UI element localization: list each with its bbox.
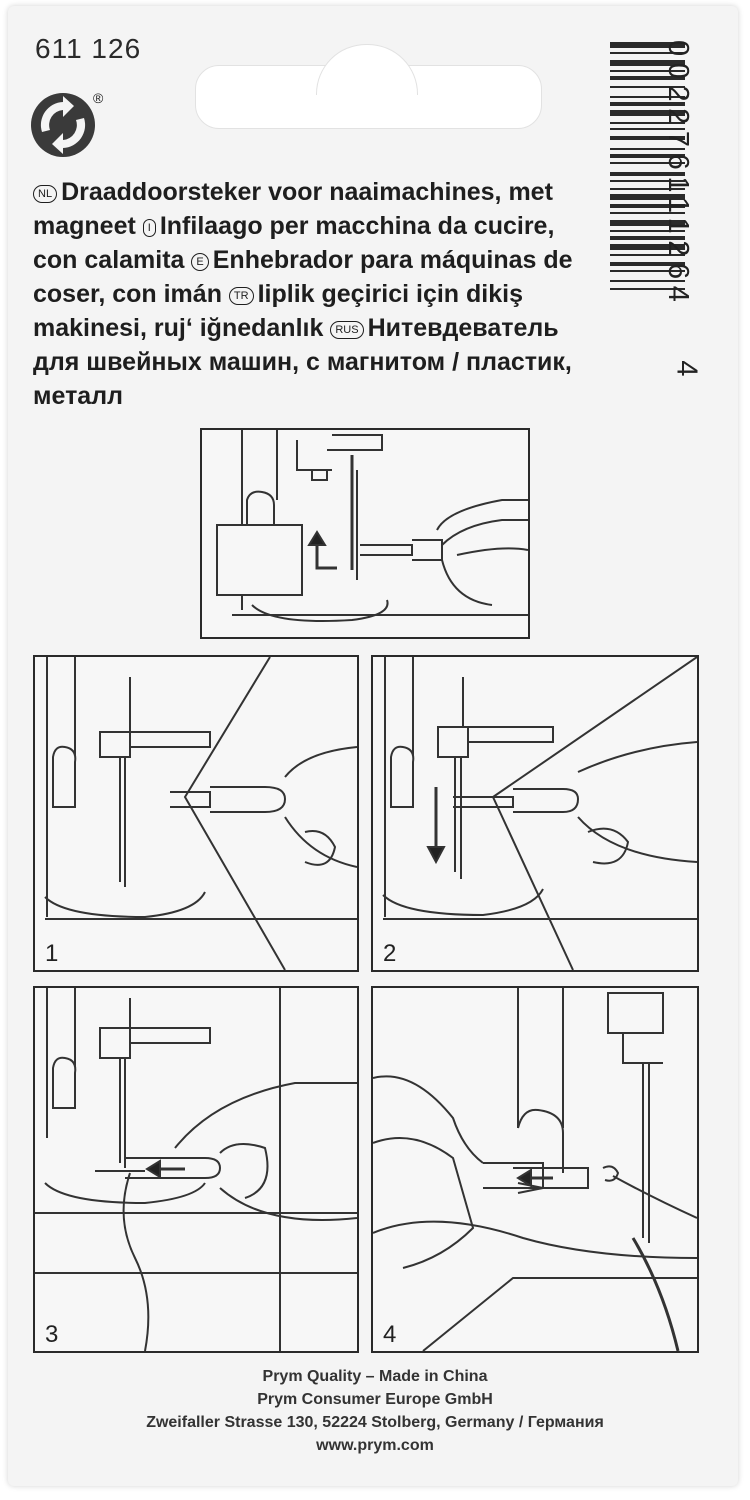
desc-text-tr: Iiplik geçirici için dikiş makinesi, ruj… bbox=[33, 280, 523, 342]
footer-info: Prym Quality – Made in China Prym Consum… bbox=[0, 1365, 750, 1457]
step-number: 1 bbox=[45, 940, 59, 967]
barcode-bar bbox=[610, 136, 685, 140]
step-number: 3 bbox=[45, 1321, 59, 1348]
barcode-bar bbox=[610, 96, 685, 98]
barcode-bar bbox=[610, 128, 685, 130]
barcode-icon bbox=[610, 42, 685, 290]
barcode-bar bbox=[610, 70, 685, 72]
barcode-bar bbox=[610, 188, 685, 190]
barcode-bar bbox=[610, 288, 685, 290]
footer-website[interactable]: www.prym.com bbox=[316, 1437, 434, 1454]
desc-text-es: Enhebrador para máquinas de coser, con i… bbox=[33, 246, 573, 308]
barcode-bar bbox=[610, 230, 685, 232]
barcode-bar bbox=[610, 162, 685, 164]
lang-badge: TR bbox=[228, 287, 254, 305]
barcode-bar bbox=[610, 212, 685, 214]
lang-badge: I bbox=[142, 219, 156, 237]
illustration-step-1: 1 bbox=[33, 655, 359, 972]
barcode-bar bbox=[610, 194, 685, 200]
barcode-bar bbox=[610, 122, 685, 124]
barcode-bar bbox=[610, 102, 685, 106]
barcode-bar bbox=[610, 86, 685, 88]
barcode-digits: 002276111264 bbox=[662, 40, 694, 309]
registered-mark: ® bbox=[93, 90, 104, 106]
desc-text-it: Infilaago per macchina da cucire, con ca… bbox=[33, 212, 555, 274]
step-number: 2 bbox=[383, 940, 397, 967]
barcode-bar bbox=[610, 52, 685, 54]
illustration-step-3: 3 bbox=[33, 986, 359, 1353]
barcode-bar bbox=[610, 270, 685, 272]
lang-badge: E bbox=[191, 253, 209, 271]
barcode-bar bbox=[610, 280, 685, 282]
green-dot-icon bbox=[31, 93, 95, 157]
barcode-bar bbox=[610, 262, 685, 266]
barcode-bar bbox=[610, 220, 685, 226]
desc-text-nl: Draaddoorsteker voor naaimachines, met m… bbox=[33, 178, 553, 240]
lang-badge: RUS bbox=[330, 321, 364, 339]
illustration-step-2: 2 bbox=[371, 655, 699, 972]
barcode-bar bbox=[610, 154, 685, 158]
article-number: 611 126 bbox=[35, 33, 142, 64]
barcode-bar bbox=[610, 76, 685, 80]
barcode-bar bbox=[610, 148, 685, 150]
illustration-main bbox=[200, 428, 530, 639]
hang-hole bbox=[195, 44, 542, 129]
lang-badge: NL bbox=[33, 185, 58, 203]
barcode-bar bbox=[610, 244, 685, 250]
footer-quality: Prym Quality – Made in China bbox=[262, 1368, 488, 1385]
illustration-step-4: 4 bbox=[371, 986, 699, 1353]
barcode-bar bbox=[610, 180, 685, 182]
barcode-bar bbox=[610, 60, 685, 66]
barcode-bar bbox=[610, 204, 685, 208]
footer-company: Prym Consumer Europe GmbH bbox=[257, 1391, 493, 1408]
barcode-number: 002276111264 bbox=[662, 40, 702, 390]
footer-address: Zweifaller Strasse 130, 52224 Stolberg, … bbox=[146, 1414, 604, 1431]
step-number: 4 bbox=[383, 1321, 397, 1348]
barcode-bar bbox=[610, 42, 685, 48]
barcode-bar bbox=[610, 110, 685, 116]
barcode-first-digit: 4 bbox=[670, 360, 703, 377]
barcode-bar bbox=[610, 172, 685, 176]
barcode-bar bbox=[610, 236, 685, 240]
barcode-bar bbox=[610, 254, 685, 256]
desc-text-ru: Нитевдеватель для швейных машин, с магни… bbox=[33, 314, 572, 410]
